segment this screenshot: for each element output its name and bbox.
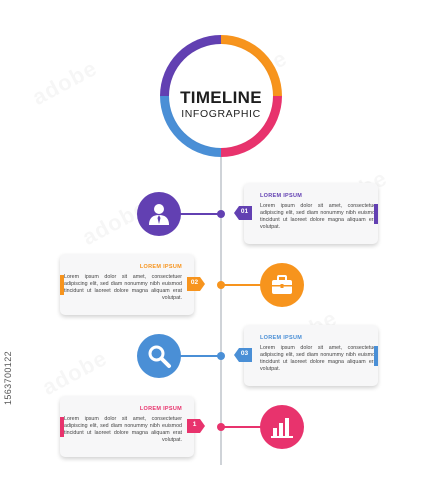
step-4-icon-circle <box>260 405 304 449</box>
step-2-badge: 02 <box>187 277 205 291</box>
briefcase-icon <box>272 275 292 294</box>
timeline-line <box>220 157 222 465</box>
step-3-icon-circle <box>137 334 181 378</box>
step-3-accent <box>374 346 378 366</box>
step-1-heading: LOREM IPSUM <box>260 193 303 199</box>
step-4-heading: LOREM IPSUM <box>139 406 182 412</box>
connector-4 <box>221 426 261 428</box>
title-main: TIMELINE <box>180 88 262 107</box>
connector-2 <box>221 284 261 286</box>
step-3-badge: 03 <box>234 348 252 362</box>
timeline-dot-3 <box>217 352 225 360</box>
title-circle: TIMELINE INFOGRAPHIC <box>169 44 273 148</box>
step-1-badge: 01 <box>234 206 252 220</box>
step-3-text: Lorem ipsum dolor sit amet, consectetuer… <box>260 345 378 372</box>
magnifier-icon <box>148 345 171 368</box>
step-2-icon-circle <box>260 263 304 307</box>
step-4-card: LOREM IPSUM Lorem ipsum dolor sit amet, … <box>60 396 194 457</box>
step-4-accent <box>60 417 64 437</box>
bar-chart-icon <box>271 418 293 438</box>
user-icon <box>149 204 169 225</box>
step-2-heading: LOREM IPSUM <box>139 264 182 270</box>
connector-1 <box>180 213 220 215</box>
stock-id: 1563700122 <box>3 258 17 498</box>
step-4-text: Lorem ipsum dolor sit amet, consectetuer… <box>64 416 182 443</box>
step-2-number: 02 <box>190 279 199 286</box>
step-4-number: 1 <box>192 421 197 428</box>
step-4-badge: 1 <box>187 419 205 433</box>
step-1-accent <box>374 204 378 224</box>
title-ring: TIMELINE INFOGRAPHIC <box>160 35 282 157</box>
step-1-icon-circle <box>137 192 181 236</box>
step-1-card: LOREM IPSUM Lorem ipsum dolor sit amet, … <box>244 183 378 244</box>
stock-id-text: 1563700122 <box>3 350 13 406</box>
step-3-number: 03 <box>240 350 249 357</box>
step-1-number: 01 <box>240 208 249 215</box>
connector-3 <box>180 355 220 357</box>
step-1-text: Lorem ipsum dolor sit amet, consectetuer… <box>260 203 378 230</box>
timeline-dot-4 <box>217 423 225 431</box>
step-3-card: LOREM IPSUM Lorem ipsum dolor sit amet, … <box>244 325 378 386</box>
step-2-text: Lorem ipsum dolor sit amet, consectetuer… <box>64 274 182 301</box>
step-3-heading: LOREM IPSUM <box>260 335 303 341</box>
step-2-accent <box>60 275 64 295</box>
timeline-dot-1 <box>217 210 225 218</box>
title-subtitle: INFOGRAPHIC <box>181 108 261 120</box>
timeline-dot-2 <box>217 281 225 289</box>
step-2-card: LOREM IPSUM Lorem ipsum dolor sit amet, … <box>60 254 194 315</box>
